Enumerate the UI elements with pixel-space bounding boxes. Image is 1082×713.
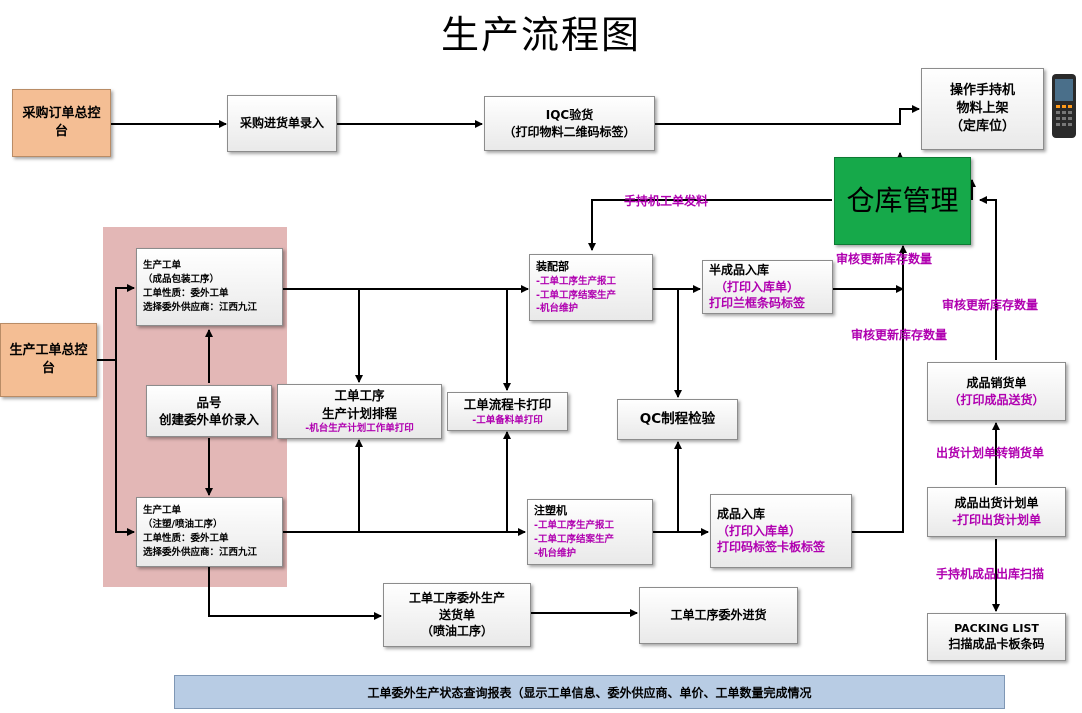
packing-list-node[interactable]: PACKING LIST 扫描成品卡板条码: [927, 613, 1066, 661]
purchase-receipt-label: 采购进货单录入: [239, 116, 324, 131]
schedule-line1: 工单工序: [334, 388, 385, 404]
part-price-node[interactable]: 品号 创建委外单价录入: [146, 385, 272, 437]
injection-machine-node[interactable]: 注塑机 -工单工序生产报工 -工单工序结案生产 -机台维护: [527, 499, 653, 565]
wo-packaging-line4: 选择委外供应商：江西九江: [143, 301, 258, 313]
injection-line3: -工单工序结案生产: [534, 534, 614, 546]
work-order-packaging[interactable]: 生产工单 （成品包装工序） 工单性质：委外工单 选择委外供应商：江西九江: [136, 248, 283, 326]
audit-label-1: 审核更新库存数量: [836, 252, 933, 266]
finished-line2: （打印入库单）: [717, 523, 802, 538]
schedule-node[interactable]: 工单工序 生产计划排程 -机台生产计划工作单打印: [277, 384, 442, 439]
finished-line1: 成品入库: [717, 506, 766, 521]
part-price-line2: 创建委外单价录入: [158, 412, 259, 427]
outsource-status-report[interactable]: 工单委外生产状态查询报表（显示工单信息、委外供应商、单价、工单数量完成情况: [174, 675, 1005, 709]
semi-finished-node[interactable]: 半成品入库 （打印入库单） 打印兰框条码标签: [702, 260, 833, 314]
wo-injection-line3: 工单性质：委外工单: [143, 533, 229, 544]
iqc-node[interactable]: IQC验货 （打印物料二维码标签）: [484, 96, 655, 151]
outsource-delivery-node[interactable]: 工单工序委外生产 送货单 （喷油工序）: [383, 583, 531, 647]
wo-packaging-line1: 生产工单: [143, 260, 182, 272]
handheld-shelf-line1: 操作手持机: [949, 82, 1015, 98]
qc-label: QC制程检验: [639, 411, 716, 428]
assembly-line1: 装配部: [536, 259, 569, 273]
semi-finished-line1: 半成品入库: [709, 262, 770, 277]
sales-delivery-line1: 成品销货单: [966, 375, 1027, 390]
handheld-scan-label: 手持机成品出库扫描: [936, 567, 1045, 581]
sales-delivery-line2: （打印成品送货）: [948, 392, 1045, 407]
outsource-receipt-node[interactable]: 工单工序委外进货: [639, 587, 798, 644]
assembly-line3: -工单工序结案生产: [536, 289, 616, 301]
outsource-delivery-line3: （喷油工序）: [420, 624, 493, 639]
wo-packaging-line3: 工单性质：委外工单: [143, 288, 229, 299]
assembly-node[interactable]: 装配部 -工单工序生产报工 -工单工序结案生产 -机台维护: [529, 254, 653, 321]
handheld-shelf-line3: （定库位）: [949, 119, 1015, 135]
audit-label-2: 审核更新库存数量: [942, 298, 1039, 312]
sales-delivery-node[interactable]: 成品销货单 （打印成品送货）: [927, 362, 1066, 421]
purchase-order-console[interactable]: 采购订单总控台: [12, 89, 111, 157]
wo-injection-line4: 选择委外供应商：江西九江: [143, 546, 258, 558]
production-order-console[interactable]: 生产工单总控台: [0, 323, 97, 397]
outsource-delivery-line1: 工单工序委外生产: [408, 590, 505, 605]
schedule-line3: -机台生产计划工作单打印: [305, 423, 414, 435]
schedule-line2: 生产计划排程: [321, 405, 397, 421]
shipping-plan-line2: -打印出货计划单: [952, 513, 1041, 527]
flow-card-line1: 工单流程卡打印: [463, 397, 552, 413]
wo-packaging-line2: （成品包装工序）: [143, 274, 220, 286]
finished-line3: 打印码标签卡板标签: [717, 540, 826, 555]
qc-node[interactable]: QC制程检验: [617, 399, 738, 440]
iqc-subtitle: （打印物料二维码标签）: [503, 124, 636, 139]
outsource-delivery-line2: 送货单: [438, 607, 475, 622]
iqc-title: IQC验货: [545, 107, 594, 122]
finished-goods-node[interactable]: 成品入库 （打印入库单） 打印码标签卡板标签: [710, 494, 852, 568]
handheld-shelf-node[interactable]: 操作手持机 物料上架 （定库位）: [921, 68, 1044, 150]
packing-list-line1: PACKING LIST: [954, 621, 1039, 635]
assembly-line4: -机台维护: [536, 303, 578, 315]
handheld-shelf-line2: 物料上架: [956, 100, 1009, 116]
purchase-order-console-label: 采购订单总控台: [22, 105, 101, 139]
handheld-issue-label: 手持机工单发料: [624, 194, 709, 208]
part-price-line1: 品号: [196, 394, 222, 410]
purchase-receipt-node[interactable]: 采购进货单录入: [227, 95, 337, 152]
injection-line2: -工单工序生产报工: [534, 520, 614, 532]
injection-line1: 注塑机: [534, 504, 567, 518]
packing-list-line2: 扫描成品卡板条码: [948, 637, 1045, 652]
plan-to-sales-label: 出货计划单转销货单: [936, 446, 1045, 460]
semi-finished-line3: 打印兰框条码标签: [709, 296, 806, 311]
production-console-label: 生产工单总控台: [9, 342, 88, 376]
warehouse-label: 仓库管理: [846, 184, 959, 218]
assembly-line2: -工单工序生产报工: [536, 275, 616, 287]
handheld-scanner-icon: [1052, 74, 1076, 138]
wo-injection-line2: （注塑/喷油工序）: [143, 519, 223, 531]
flow-card-line2: -工单备料单打印: [472, 414, 543, 426]
page-title: 生产流程图: [440, 13, 641, 57]
report-label: 工单委外生产状态查询报表（显示工单信息、委外供应商、单价、工单数量完成情况: [367, 685, 812, 700]
wo-injection-line1: 生产工单: [143, 505, 182, 517]
shipping-plan-node[interactable]: 成品出货计划单 -打印出货计划单: [927, 487, 1066, 537]
work-order-injection[interactable]: 生产工单 （注塑/喷油工序） 工单性质：委外工单 选择委外供应商：江西九江: [136, 497, 283, 567]
injection-line4: -机台维护: [534, 547, 576, 559]
flow-card-node[interactable]: 工单流程卡打印 -工单备料单打印: [447, 392, 568, 431]
warehouse-management-node[interactable]: 仓库管理: [834, 157, 971, 245]
semi-finished-line2: （打印入库单）: [715, 279, 800, 294]
outsource-receipt-label: 工单工序委外进货: [670, 608, 767, 623]
audit-label-3: 审核更新库存数量: [851, 328, 948, 342]
shipping-plan-line1: 成品出货计划单: [954, 496, 1039, 511]
